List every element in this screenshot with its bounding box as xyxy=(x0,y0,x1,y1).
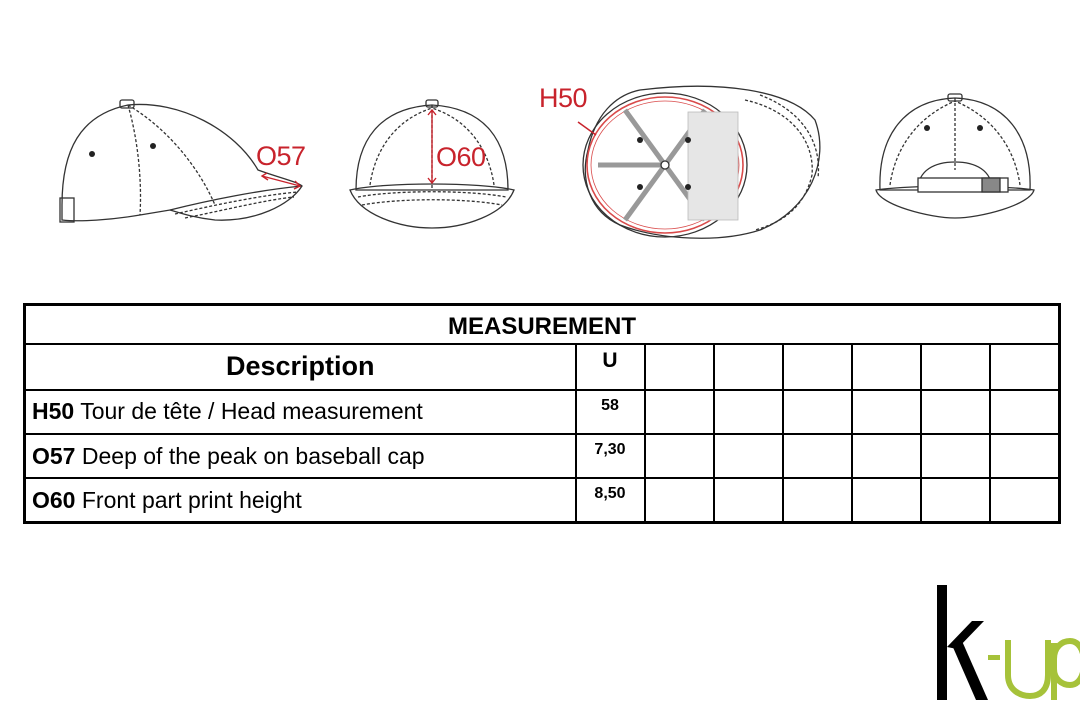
o57-label: O57 xyxy=(256,141,306,171)
kup-logo xyxy=(930,585,1080,700)
empty-cell xyxy=(919,388,991,436)
table-row: O60 Front part print height 8,50 xyxy=(23,477,1061,524)
table-title-row: MEASUREMENT xyxy=(23,303,1061,345)
table-header-row: Description U xyxy=(23,342,1061,391)
empty-cell xyxy=(712,433,784,480)
table-row: H50 Tour de tête / Head measurement 58 xyxy=(23,388,1061,436)
description-header: Description xyxy=(23,342,577,391)
kup-logo-mark xyxy=(937,585,1080,700)
empty-header-cell xyxy=(988,342,1061,391)
empty-cell xyxy=(850,388,922,436)
cap-side-view xyxy=(59,99,303,223)
row-text: Deep of the peak on baseball cap xyxy=(81,442,425,469)
empty-cell xyxy=(712,477,784,524)
row-value: 8,50 xyxy=(574,477,646,524)
empty-cell xyxy=(850,477,922,524)
table-title: MEASUREMENT xyxy=(23,303,1061,345)
empty-header-cell xyxy=(643,342,715,391)
row-description: O57 Deep of the peak on baseball cap xyxy=(23,433,577,480)
row-code: O60 xyxy=(32,486,76,513)
row-description: O60 Front part print height xyxy=(23,477,577,524)
empty-cell xyxy=(643,477,715,524)
o60-label: O60 xyxy=(436,142,486,172)
empty-cell xyxy=(781,477,853,524)
unit-header: U xyxy=(574,342,646,391)
empty-cell xyxy=(643,433,715,480)
empty-cell xyxy=(850,433,922,480)
row-text: Tour de tête / Head measurement xyxy=(80,398,423,425)
row-code: H50 xyxy=(32,398,75,425)
row-value: 58 xyxy=(574,388,646,436)
empty-header-cell xyxy=(850,342,922,391)
cap-back-view xyxy=(875,93,1035,219)
cap-drawings xyxy=(59,85,1035,239)
empty-cell xyxy=(781,388,853,436)
empty-cell xyxy=(712,388,784,436)
measurement-table: MEASUREMENT Description U H50 Tour de tê… xyxy=(23,303,1062,524)
cap-under-view xyxy=(577,85,821,239)
empty-header-cell xyxy=(712,342,784,391)
table-row: O57 Deep of the peak on baseball cap 7,3… xyxy=(23,433,1061,480)
row-text: Front part print height xyxy=(81,486,302,513)
row-description: H50 Tour de tête / Head measurement xyxy=(23,388,577,436)
empty-cell xyxy=(919,433,991,480)
empty-cell xyxy=(988,477,1061,524)
empty-header-cell xyxy=(781,342,853,391)
cap-illustrations: O57 O60 H50 xyxy=(0,0,1080,260)
empty-cell xyxy=(919,477,991,524)
empty-cell xyxy=(988,433,1061,480)
empty-cell xyxy=(781,433,853,480)
row-value: 7,30 xyxy=(574,433,646,480)
empty-cell xyxy=(988,388,1061,436)
row-code: O57 xyxy=(32,442,76,469)
empty-header-cell xyxy=(919,342,991,391)
h50-label: H50 xyxy=(539,83,588,113)
empty-cell xyxy=(643,388,715,436)
